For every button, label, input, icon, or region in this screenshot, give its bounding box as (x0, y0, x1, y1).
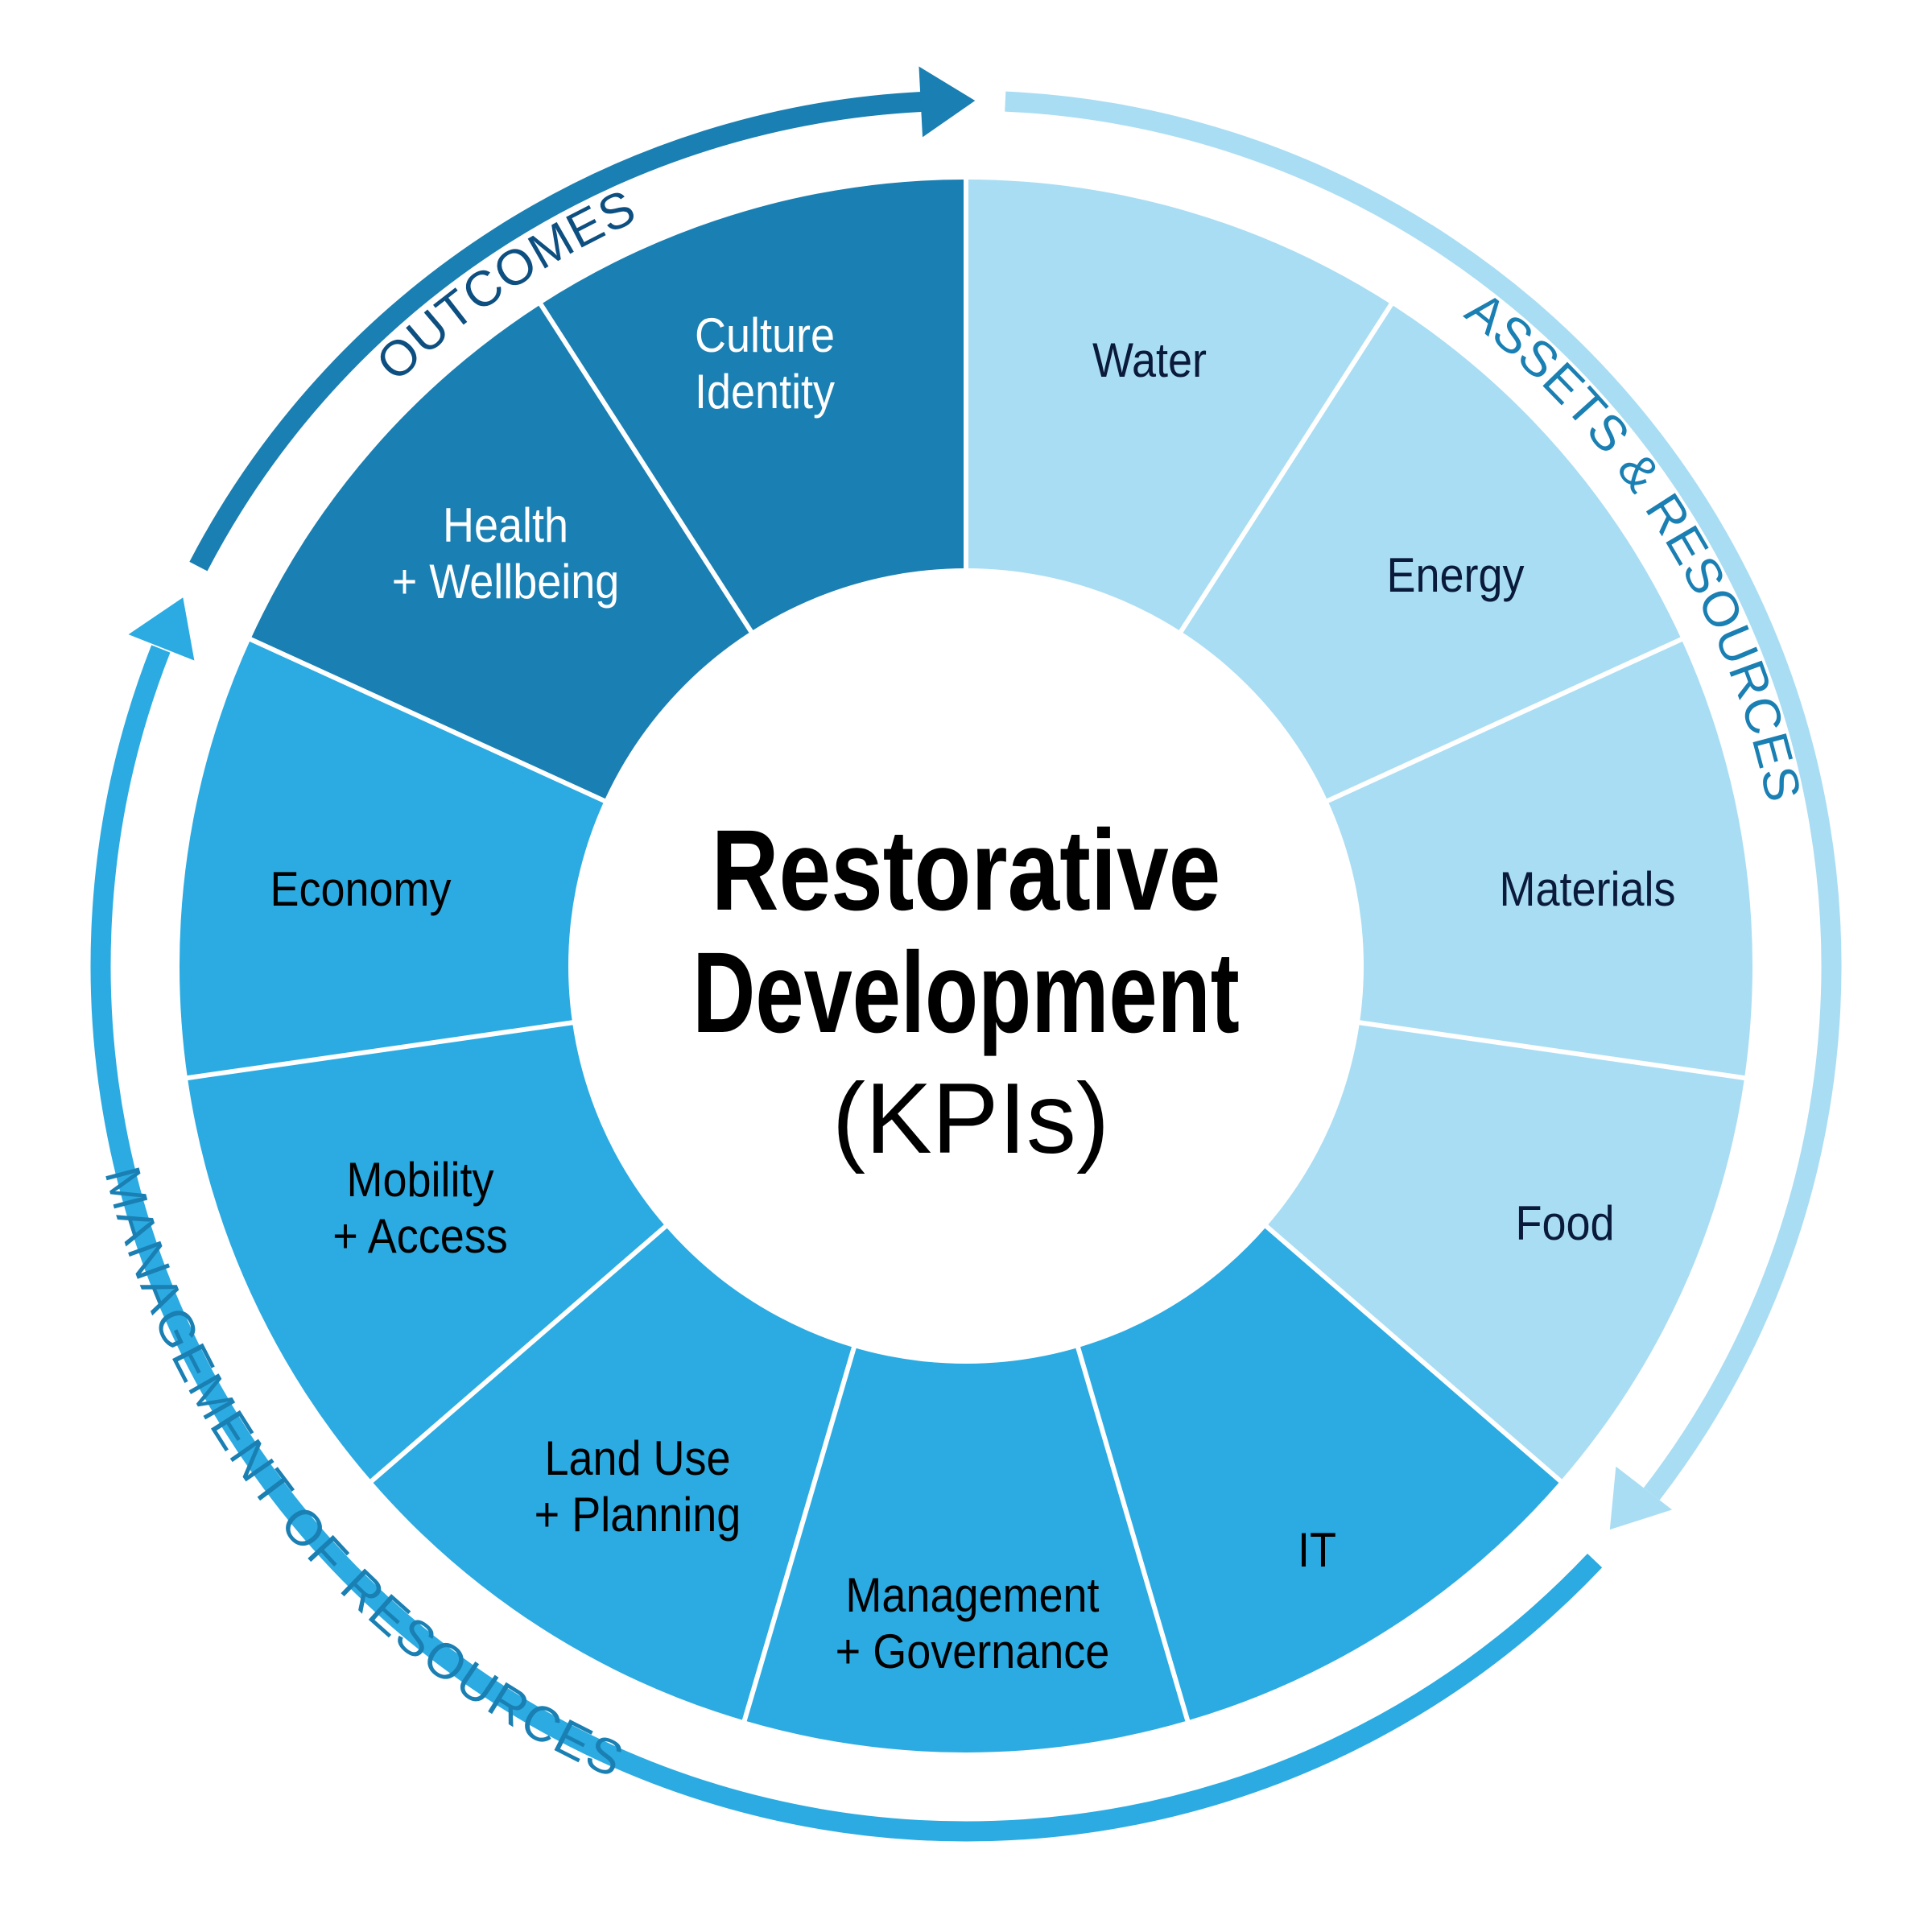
segment-label-line: + Planning (535, 1488, 741, 1542)
segment-divider (1177, 300, 1395, 636)
segment-divider (537, 300, 755, 636)
segment-label-line: Economy (270, 862, 451, 916)
segment-food (1265, 1022, 1745, 1481)
cycle-arrows (90, 66, 1842, 1842)
segment-label-line: Water (1092, 333, 1207, 387)
arrow-right-icon (919, 66, 976, 138)
segment-health-wellbeing (250, 304, 753, 802)
segment-label-line: Culture (695, 308, 835, 362)
segment-economy (179, 639, 606, 1079)
center-title-line2: Development (692, 927, 1240, 1056)
segment-land-use-planning (371, 1225, 855, 1721)
segment-label-management-governance: Management+ Governance (836, 1568, 1110, 1678)
segment-label-food: Food (1515, 1196, 1614, 1250)
center-title-line1: Restorative (712, 806, 1221, 935)
arrow-up-icon (128, 597, 195, 661)
segment-divider (1323, 635, 1686, 805)
segment-label-line: Materials (1500, 862, 1676, 916)
segment-label-energy: Energy (1386, 548, 1524, 602)
segment-label-line: + Wellbeing (392, 555, 620, 609)
segment-label-line: Identity (695, 365, 835, 419)
segment-water (966, 180, 1392, 634)
segment-label-land-use-planning: Land Use+ Planning (535, 1431, 741, 1542)
segment-divider (1075, 1344, 1191, 1725)
outcomes-arc (189, 91, 925, 572)
arrow-down-left-icon (1609, 1466, 1673, 1530)
segment-materials (1326, 639, 1752, 1079)
segment-label-economy: Economy (270, 862, 451, 916)
segment-divider (184, 1019, 576, 1081)
center-circle (568, 568, 1364, 1364)
segment-divider (1262, 1222, 1565, 1485)
segment-label-mobility-access: Mobility+ Access (332, 1153, 508, 1263)
segment-label-line: Energy (1386, 548, 1524, 602)
segment-label-health-wellbeing: Health+ Wellbeing (392, 498, 620, 609)
segment-divider (246, 635, 609, 805)
segment-label-water: Water (1092, 333, 1207, 387)
segment-label-line: Health (443, 498, 568, 552)
assets-resources-arc (1005, 91, 1842, 1501)
segment-label-line: Mobility (347, 1153, 494, 1207)
segment-label-line: Food (1515, 1196, 1614, 1250)
segment-dividers (184, 176, 1748, 1725)
segment-divider (367, 1222, 670, 1485)
management-of-resources-arc (90, 645, 1603, 1842)
segment-culture-identity (540, 180, 966, 634)
segment-management-governance (744, 1346, 1188, 1753)
segment-label-line: + Access (332, 1209, 508, 1263)
segment-label-it: IT (1298, 1523, 1336, 1577)
segment-label-line: Management (845, 1568, 1099, 1622)
segment-it (1077, 1225, 1561, 1721)
segment-label-line: Land Use (544, 1431, 730, 1485)
center-subtitle: (KPIs) (832, 1063, 1109, 1174)
segment-mobility-access (187, 1022, 667, 1481)
segment-label-materials: Materials (1500, 862, 1676, 916)
center-title: Restorative Development (KPIs) (692, 806, 1240, 1174)
segment-label-line: + Governance (836, 1624, 1110, 1678)
segment-energy (1179, 304, 1682, 802)
segment-label-line: IT (1298, 1523, 1336, 1577)
segment-divider (1356, 1019, 1748, 1081)
segment-divider (741, 1344, 857, 1725)
kpi-segments (179, 180, 1752, 1753)
